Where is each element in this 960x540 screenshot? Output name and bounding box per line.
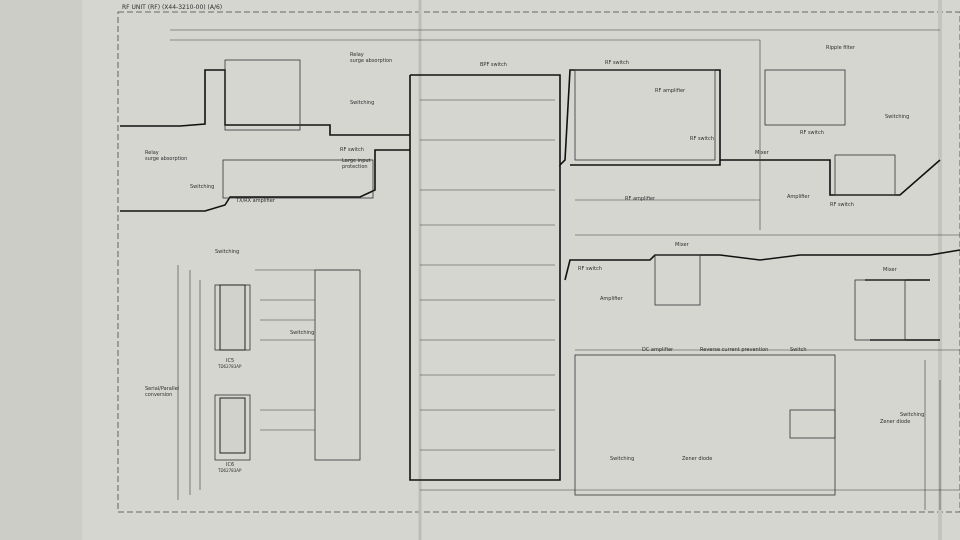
- label-switching-2: Switching: [190, 184, 214, 190]
- label-switching-3: Switching: [215, 249, 239, 255]
- label-amplifier-1: Amplifier: [787, 194, 810, 200]
- label-rf-switch-2: RF switch: [605, 60, 629, 66]
- label-rf-switch-6: RF switch: [830, 202, 854, 208]
- heavy-traces: [120, 69, 960, 481]
- label-amplifier-2: Amplifier: [600, 296, 623, 302]
- label-mixer-3: Mixer: [883, 267, 898, 273]
- label-zener-1: Zener diode: [682, 456, 712, 462]
- label-tx-rx-amp: TX/RX amplifier: [235, 198, 276, 204]
- label-rf-switch-3: RF switch: [690, 136, 714, 142]
- label-switching-4: Switching: [290, 330, 314, 336]
- label-rf-amp-2: RF amplifier: [625, 196, 656, 202]
- label-bpf-switch: BPF switch: [480, 62, 507, 68]
- label-rf-switch-5: RF switch: [800, 130, 824, 136]
- ic-upper-ref: IC5: [226, 358, 234, 364]
- ic-lower: [219, 397, 246, 454]
- label-mixer-1: Mixer: [755, 150, 770, 156]
- label-rf-switch-4: RF switch: [578, 266, 602, 272]
- page-margin: [0, 0, 82, 540]
- ic-upper: [219, 284, 246, 351]
- label-switching-6: Switching: [885, 114, 909, 120]
- ic-upper-type: TD62783AP: [217, 364, 242, 369]
- label-switch: Switch: [790, 347, 807, 353]
- label-switching-5: Switching: [610, 456, 634, 462]
- label-switching-7: Switching: [900, 412, 924, 418]
- label-reverse-current: Reverse current prevention: [700, 347, 768, 353]
- label-zener-2: Zener diode: [880, 419, 910, 425]
- label-rf-switch-1: RF switch: [340, 147, 364, 153]
- ic-lower-ref: IC6: [226, 462, 234, 468]
- label-dc-amp: DC amplifier: [642, 347, 674, 353]
- light-traces: [170, 29, 960, 510]
- unit-title: RF UNIT (RF) (X44-3210-00) (A/6): [122, 4, 222, 11]
- label-switching-1: Switching: [350, 100, 374, 106]
- label-rf-amp-1: RF amplifier: [655, 88, 686, 94]
- label-ripple-filter: Ripple filter: [826, 45, 856, 51]
- label-mixer-2: Mixer: [675, 242, 690, 248]
- ic-lower-type: TD62783AP: [217, 468, 242, 473]
- unit-border: [117, 11, 960, 513]
